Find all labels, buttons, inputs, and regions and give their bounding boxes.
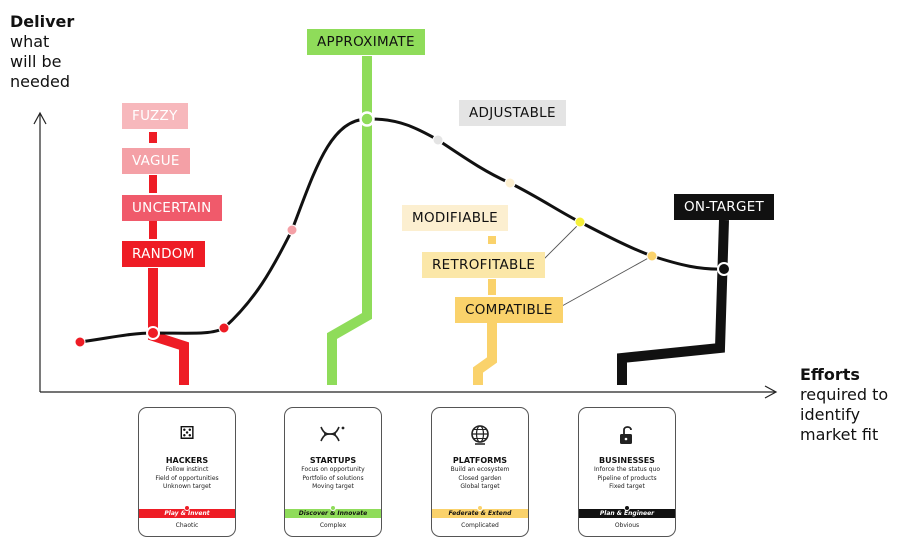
hackers-bar-trail [148, 268, 189, 385]
card-title: STARTUPS [309, 456, 357, 465]
label-retrofitable: RETROFITABLE [422, 252, 546, 278]
card-domain: Complicated [461, 522, 499, 529]
x-axis-title-line: identify [800, 405, 861, 424]
y-axis-title-line: needed [10, 72, 70, 91]
curve-dot-adjustable [432, 134, 444, 146]
dice-icon: ⚄ [179, 423, 195, 444]
card-description: Build an ecosystem Closed garden Global … [432, 466, 528, 492]
curve-dot-startups [359, 111, 375, 127]
card-line: Inforce the status quo [594, 466, 660, 473]
label-vague: VAGUE [122, 148, 190, 174]
card-title: BUSINESSES [599, 456, 655, 465]
curve-dot-retrofitable [574, 216, 586, 228]
startups-stage-bar [327, 56, 372, 385]
dna-icon-shape [320, 426, 345, 442]
x-axis-title-line: required to [800, 385, 889, 404]
curve-dot-businesses [717, 262, 731, 276]
curve-dot-hackers [146, 326, 160, 340]
label-random: RANDOM [122, 241, 205, 267]
card-dot [624, 505, 630, 511]
y-axis-title-line: will be [10, 52, 62, 71]
y-axis-arrow [33, 111, 47, 125]
x-axis-arrow [764, 385, 778, 399]
y-axis-title-strong: Deliver [10, 12, 75, 31]
label-adjustable: ADJUSTABLE [459, 100, 566, 126]
padlock-icon [579, 424, 675, 451]
card-platforms: PLATFORMS Build an ecosystem Closed gard… [431, 407, 529, 537]
card-description: Follow instinct Field of opportunities U… [139, 466, 235, 492]
card-description: Inforce the status quo Pipeline of produ… [579, 466, 675, 492]
card-dot [330, 505, 336, 511]
curve-dot-rise [286, 224, 298, 236]
axes [33, 111, 778, 399]
card-domain: Chaotic [175, 522, 199, 529]
card-businesses: BUSINESSES Inforce the status quo Pipeli… [578, 407, 676, 537]
card-domain: Complex [319, 522, 347, 529]
y-axis-title-line: what [10, 32, 50, 51]
businesses-stage-bar [617, 219, 729, 385]
card-line: Global target [460, 483, 500, 490]
card-title: HACKERS [165, 456, 209, 465]
card-description: Focus on opportunity Portfolio of soluti… [285, 466, 381, 492]
label-approximate: APPROXIMATE [307, 29, 425, 55]
curve-dot-exit-hackers [218, 322, 230, 334]
label-modifiable: MODIFIABLE [402, 205, 508, 231]
curve-dot-modifiable [504, 177, 516, 189]
label-on-target: ON-TARGET [674, 194, 775, 220]
card-line: Unknown target [162, 483, 211, 490]
card-line: Portfolio of solutions [302, 474, 364, 482]
leader-compatible [561, 255, 653, 307]
card-line: Fixed target [609, 483, 645, 490]
hackers-stage-bar [148, 132, 189, 385]
card-dot [477, 505, 483, 511]
card-band: Discover & Innovate [285, 509, 381, 518]
platforms-stage-bar [473, 236, 497, 385]
globe-icon-shape [471, 425, 489, 445]
card-line: Follow instinct [165, 466, 209, 473]
card-line: Build an ecosystem [450, 466, 510, 473]
card-line: Pipeline of products [597, 474, 657, 482]
dna-icon [285, 424, 381, 449]
label-uncertain: UNCERTAIN [122, 195, 222, 221]
x-axis-title-strong: Efforts [800, 365, 860, 384]
platforms-bar-trail [473, 323, 497, 385]
padlock-icon-shape [620, 426, 632, 444]
card-hackers: ⚄ HACKERS Follow instinct Field of oppor… [138, 407, 236, 537]
label-fuzzy: FUZZY [122, 103, 188, 129]
card-startups: STARTUPS Focus on opportunity Portfolio … [284, 407, 382, 537]
card-title: PLATFORMS [452, 456, 508, 465]
label-compatible: COMPATIBLE [455, 297, 563, 323]
card-line: Moving target [312, 483, 354, 490]
y-axis-title: Deliver what will be needed [10, 12, 100, 92]
maturity-curve [79, 117, 725, 344]
card-line: Closed garden [458, 474, 502, 482]
card-dot [184, 505, 190, 511]
globe-icon [432, 424, 528, 451]
card-domain: Obvious [614, 522, 640, 529]
x-axis-title-line: market fit [800, 425, 879, 444]
curve-dot-start [74, 336, 86, 348]
card-band: Federate & Extend [432, 509, 528, 518]
curve-dot-compatible [646, 250, 658, 262]
card-line: Field of opportunities [155, 474, 219, 482]
card-band: Play & Invent [139, 509, 235, 518]
card-band: Plan & Engineer [579, 509, 675, 518]
card-line: Focus on opportunity [301, 466, 365, 473]
x-axis-title: Efforts required to identify market fit [800, 365, 900, 445]
curve-dots [74, 111, 731, 348]
